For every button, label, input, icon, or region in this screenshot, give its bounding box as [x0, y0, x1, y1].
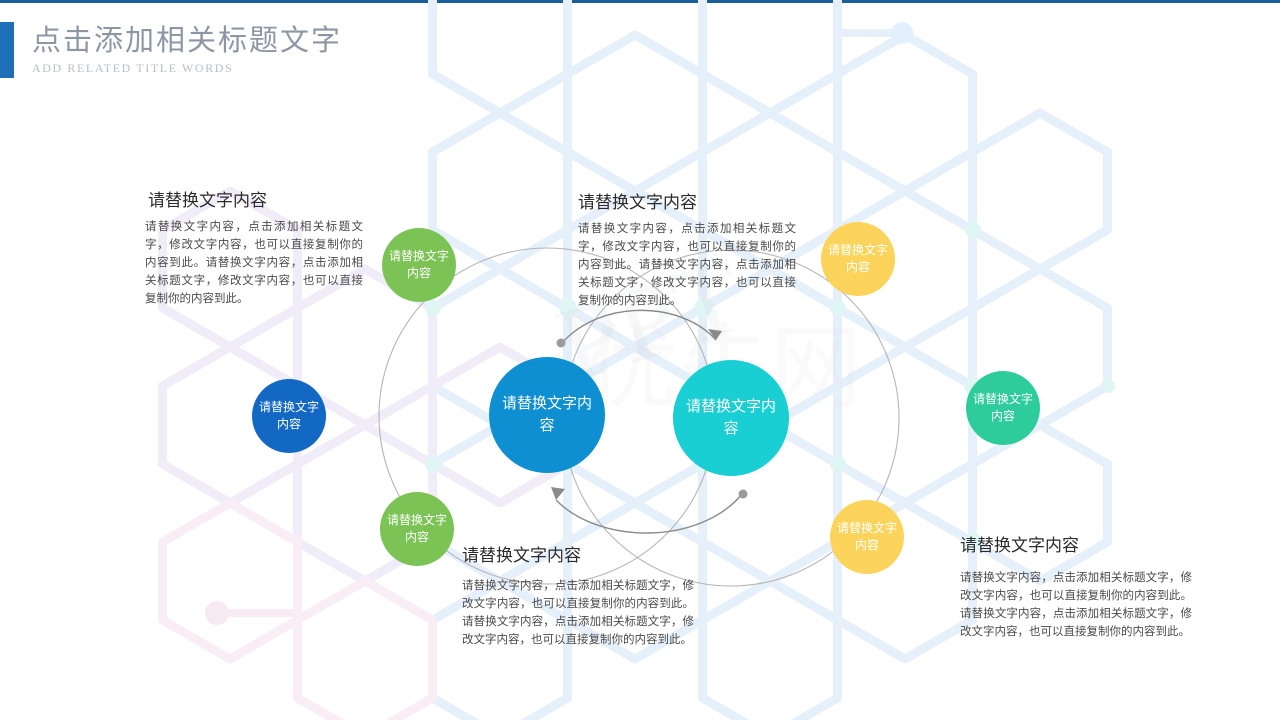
- node-satellite-green-bottom[interactable]: 请替换文字内容: [380, 492, 454, 566]
- text-block-heading: 请替换文字内容: [148, 191, 267, 210]
- decor-dot-bottomleft: [205, 601, 229, 625]
- arrow-origin-bottom: [738, 489, 748, 499]
- arrow-origin-top: [556, 338, 566, 348]
- page-subtitle: ADD RELATED TITLE WORDS: [32, 61, 234, 75]
- node-hub-teal[interactable]: 请替换文字内容: [673, 360, 789, 476]
- text-block-heading: 请替换文字内容: [960, 536, 1079, 555]
- top-accent-rule: [0, 0, 1280, 3]
- node-label: 请替换文字内容: [827, 242, 888, 274]
- node-satellite-blue-left[interactable]: 请替换文字内容: [252, 379, 326, 453]
- node-label: 请替换文字内容: [685, 398, 776, 437]
- flow-arrows: [555, 309, 743, 534]
- text-block-bottom-right: 请替换文字内容 请替换文字内容，点击添加相关标题文字，修改文字内容，也可以直接复…: [960, 535, 1192, 641]
- text-block-bottom-left: 请替换文字内容 请替换文字内容，点击添加相关标题文字，修改文字内容，也可以直接复…: [462, 545, 694, 649]
- slide-header: 点击添加相关标题文字 ADD RELATED TITLE WORDS: [0, 22, 342, 78]
- text-block-heading: 请替换文字内容: [578, 193, 697, 212]
- node-satellite-green-right[interactable]: 请替换文字内容: [966, 371, 1040, 445]
- text-block-body: 请替换文字内容，点击添加相关标题文字，修改文字内容，也可以直接复制你的内容到此。…: [462, 580, 694, 646]
- node-label: 请替换文字内容: [258, 399, 319, 431]
- decor-dot-topright: [891, 22, 913, 44]
- text-block-top-left: 请替换文字内容 请替换文字内容，点击添加相关标题文字，修改文字内容，也可以直接复…: [145, 190, 363, 308]
- node-hub-blue[interactable]: 请替换文字内容: [489, 357, 605, 473]
- node-label: 请替换文字内容: [388, 248, 449, 280]
- text-block-body: 请替换文字内容，点击添加相关标题文字，修改文字内容，也可以直接复制你的内容到此。…: [578, 223, 796, 307]
- node-label: 请替换文字内容: [501, 395, 592, 434]
- text-block-body: 请替换文字内容，点击添加相关标题文字，修改文字内容，也可以直接复制你的内容到此。…: [960, 572, 1192, 638]
- text-block-heading: 请替换文字内容: [462, 546, 581, 565]
- arrowhead-to-blue: [551, 487, 565, 500]
- text-block-body: 请替换文字内容，点击添加相关标题文字，修改文字内容，也可以直接复制你的内容到此。…: [145, 221, 363, 305]
- header-accent-bar: [0, 22, 14, 78]
- node-label: 请替换文字内容: [972, 391, 1033, 423]
- node-satellite-yellow-top[interactable]: 请替换文字内容: [821, 222, 895, 296]
- node-satellite-yellow-bottom[interactable]: 请替换文字内容: [830, 500, 904, 574]
- node-label: 请替换文字内容: [836, 520, 897, 552]
- text-block-top-right: 请替换文字内容 请替换文字内容，点击添加相关标题文字，修改文字内容，也可以直接复…: [578, 192, 796, 310]
- node-label: 请替换文字内容: [386, 512, 447, 544]
- node-satellite-green-top[interactable]: 请替换文字内容: [382, 228, 456, 302]
- arrowhead-to-teal: [708, 329, 722, 340]
- page-title: 点击添加相关标题文字: [32, 25, 343, 57]
